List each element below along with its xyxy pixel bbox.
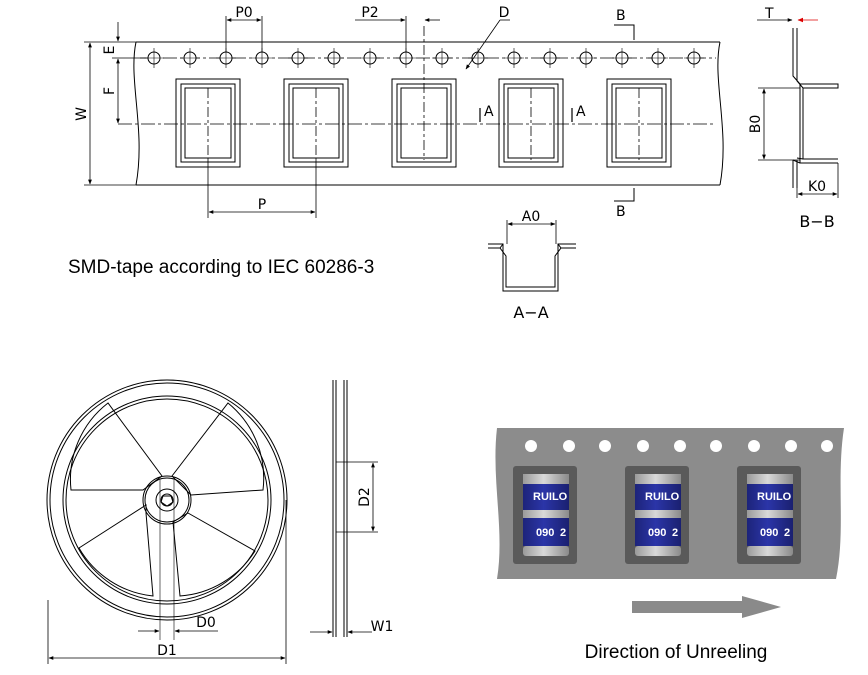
label-b0: B0 bbox=[748, 115, 764, 134]
label-d2: D2 bbox=[357, 487, 373, 507]
component-1-brand: RUILO bbox=[533, 491, 568, 503]
component-1-suffix: 2 bbox=[560, 527, 566, 539]
unreel-caption: Direction of Unreeling bbox=[585, 642, 768, 663]
component-3-suffix: 2 bbox=[784, 527, 790, 539]
section-bb-title: B−B bbox=[799, 212, 834, 231]
label-d1: D1 bbox=[157, 643, 177, 659]
section-mark-b-top: B bbox=[616, 8, 626, 24]
label-w: W bbox=[74, 107, 90, 121]
label-p2: P2 bbox=[361, 5, 378, 21]
label-d: D bbox=[499, 5, 510, 21]
component-2-code: 090 bbox=[648, 527, 666, 539]
label-a0: A0 bbox=[522, 209, 540, 225]
reel-side-drawing bbox=[310, 380, 378, 637]
label-d0: D0 bbox=[196, 615, 216, 631]
section-mark-a-right: A bbox=[576, 104, 586, 120]
tape-photo: RUILO 090 2 RUILO 090 2 RUILO 090 2 bbox=[495, 428, 844, 579]
label-p: P bbox=[258, 197, 266, 213]
component-2-suffix: 2 bbox=[672, 527, 678, 539]
section-bb-drawing bbox=[757, 17, 839, 198]
component-2-brand: RUILO bbox=[645, 491, 680, 503]
label-k0: K0 bbox=[808, 179, 826, 195]
tape-pockets bbox=[175, 78, 672, 168]
carrier-tape-drawing: P0 P2 D E F W P A A B B bbox=[74, 5, 724, 220]
unreel-direction-arrow bbox=[632, 596, 781, 618]
component-3-brand: RUILO bbox=[757, 491, 792, 503]
section-aa-drawing bbox=[488, 220, 576, 292]
tape-caption: SMD-tape according to IEC 60286-3 bbox=[68, 257, 374, 278]
section-mark-a-left: A bbox=[484, 104, 494, 120]
label-p0: P0 bbox=[235, 5, 252, 21]
label-e: E bbox=[102, 46, 118, 55]
component-3-code: 090 bbox=[760, 527, 778, 539]
component-1: RUILO 090 2 bbox=[523, 474, 569, 556]
label-f: F bbox=[102, 87, 118, 95]
component-1-code: 090 bbox=[536, 527, 554, 539]
label-w1: W1 bbox=[371, 619, 394, 635]
section-aa-title: A−A bbox=[513, 303, 548, 322]
component-3: RUILO 090 2 bbox=[747, 474, 793, 556]
component-2: RUILO 090 2 bbox=[635, 474, 681, 556]
section-mark-b-bottom: B bbox=[616, 204, 626, 220]
reel-front-drawing bbox=[46, 379, 288, 664]
label-t: T bbox=[764, 6, 774, 22]
